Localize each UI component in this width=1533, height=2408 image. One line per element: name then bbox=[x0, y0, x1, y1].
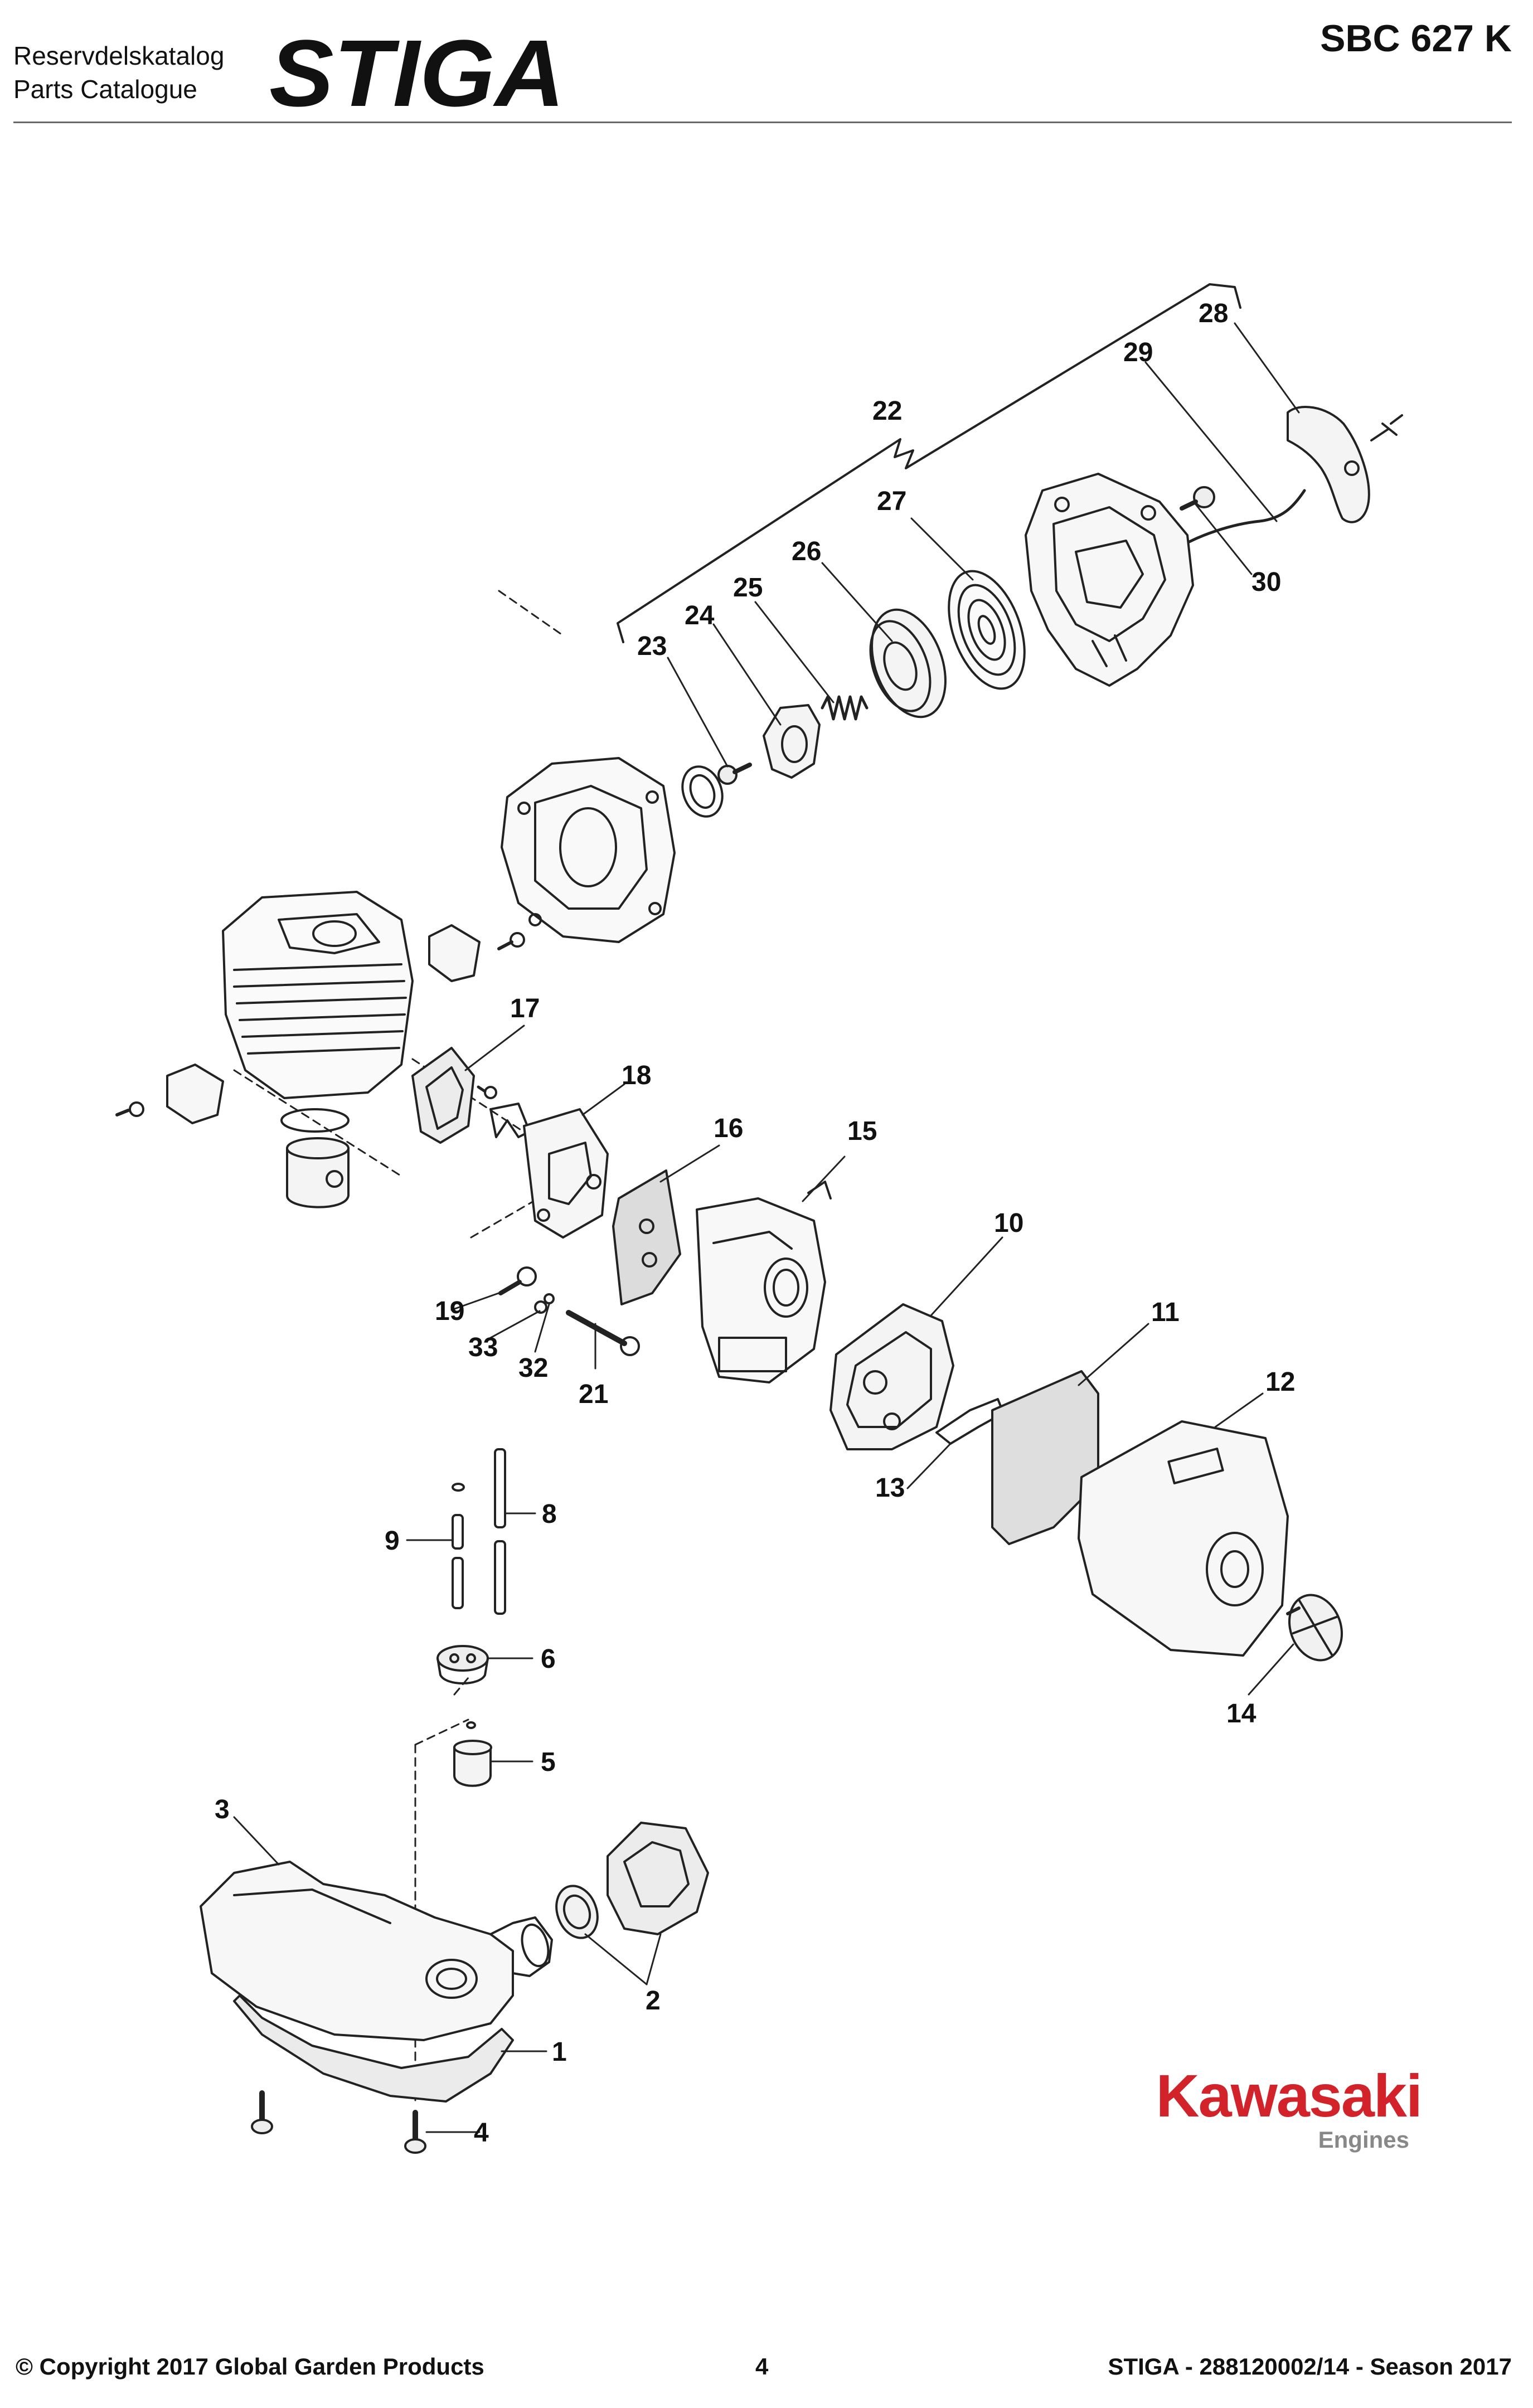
piston-ring bbox=[280, 1108, 350, 1133]
callout-labels: 28 29 22 27 26 25 30 24 23 17 18 16 15 1… bbox=[215, 299, 1295, 2148]
header-divider bbox=[13, 122, 1512, 123]
callout-28: 28 bbox=[1199, 299, 1228, 328]
callout-21: 21 bbox=[579, 1380, 608, 1409]
callout-15: 15 bbox=[847, 1116, 877, 1146]
part-10-air-filter-base bbox=[829, 1303, 954, 1450]
throttle-clip bbox=[489, 1103, 531, 1138]
callout-32: 32 bbox=[518, 1353, 548, 1383]
footer-document-reference: STIGA - 288120002/14 - Season 2017 bbox=[1108, 2353, 1512, 2380]
callout-23: 23 bbox=[637, 632, 667, 661]
callout-12: 12 bbox=[1265, 1367, 1295, 1397]
callout-13: 13 bbox=[875, 1473, 905, 1503]
part-19-screw bbox=[498, 1266, 537, 1295]
callout-5: 5 bbox=[541, 1747, 556, 1777]
part-28-starter-handle bbox=[1287, 406, 1403, 523]
stiga-logo: STIGA bbox=[269, 29, 565, 113]
part-23-screw bbox=[717, 763, 752, 785]
flywheel-washer bbox=[681, 765, 724, 818]
callout-17: 17 bbox=[510, 994, 540, 1023]
callout-27: 27 bbox=[877, 487, 906, 516]
part-4-screw bbox=[251, 2090, 426, 2154]
part-27-recoil-spring bbox=[948, 570, 1026, 690]
footer-page-number: 4 bbox=[755, 2353, 769, 2380]
callout-11: 11 bbox=[1151, 1298, 1180, 1327]
part-32-nut bbox=[544, 1293, 555, 1304]
group-bracket-22 bbox=[617, 283, 1241, 643]
callout-30: 30 bbox=[1251, 567, 1281, 597]
part-5-fuel-filter bbox=[453, 1721, 492, 1787]
part-25-spring bbox=[821, 695, 869, 721]
cylinder bbox=[222, 891, 414, 1099]
kawasaki-wordmark: Kawasaki bbox=[1156, 2062, 1423, 2129]
part-6-grommet bbox=[436, 1645, 489, 1684]
footer-copyright: © Copyright 2017 Global Garden Products bbox=[16, 2353, 484, 2380]
part-3-fuel-tank bbox=[200, 1861, 514, 2041]
callout-26: 26 bbox=[792, 537, 821, 566]
callout-19: 19 bbox=[435, 1297, 464, 1326]
kawasaki-engines-label: Engines bbox=[1318, 2127, 1409, 2153]
callout-6: 6 bbox=[541, 1644, 556, 1674]
anti-vibration-mount bbox=[607, 1822, 709, 1935]
cylinder-cover-plate-side bbox=[166, 1064, 224, 1124]
part-9-return-hose bbox=[452, 1483, 465, 1609]
callout-8: 8 bbox=[542, 1499, 557, 1529]
callout-33: 33 bbox=[468, 1333, 498, 1362]
part-18-insulator bbox=[523, 1108, 609, 1239]
piston bbox=[286, 1137, 350, 1208]
catalog-title-swedish: Reservdelskatalog bbox=[13, 41, 225, 70]
callout-9: 9 bbox=[385, 1526, 400, 1556]
callout-10: 10 bbox=[994, 1208, 1023, 1238]
part-16-carburetor-gasket bbox=[612, 1169, 681, 1305]
model-number: SBC 627 K bbox=[1320, 17, 1512, 60]
part-11-air-filter bbox=[991, 1370, 1099, 1545]
part-24-pawl-hub bbox=[763, 704, 821, 779]
tank-neck bbox=[489, 1916, 553, 1977]
callout-22: 22 bbox=[872, 396, 902, 426]
part-17-gasket bbox=[411, 1047, 475, 1144]
kawasaki-engines-logo: Kawasaki Engines bbox=[1120, 2062, 1423, 2153]
callout-1: 1 bbox=[552, 2037, 567, 2067]
part-12-air-filter-cover bbox=[1078, 1420, 1289, 1657]
part-21-long-bolt bbox=[566, 1310, 640, 1356]
starter-housing bbox=[1025, 473, 1194, 687]
part-30-screw bbox=[1180, 486, 1215, 511]
part-33-washer bbox=[534, 1300, 547, 1314]
leader-lines bbox=[233, 322, 1300, 2133]
callout-25: 25 bbox=[733, 573, 763, 603]
callout-18: 18 bbox=[622, 1061, 651, 1090]
part-8-fuel-hose bbox=[494, 1448, 506, 1615]
part-15-carburetor bbox=[696, 1181, 832, 1383]
crankcase-screw bbox=[497, 932, 525, 950]
part-26-rope-pulley bbox=[869, 608, 947, 718]
cylinder-cover-plate-top bbox=[428, 924, 481, 982]
cover-plate-screw bbox=[115, 1101, 144, 1117]
callout-16: 16 bbox=[714, 1114, 743, 1143]
crankcase bbox=[501, 757, 676, 943]
part-29-starter-rope bbox=[1175, 489, 1306, 551]
callout-4: 4 bbox=[474, 2118, 489, 2148]
part-1-tank-guard bbox=[233, 1994, 514, 2103]
clip-screw bbox=[477, 1085, 497, 1099]
callout-2: 2 bbox=[646, 1986, 661, 2016]
callout-24: 24 bbox=[685, 601, 715, 630]
stiga-logo-text: STIGA bbox=[269, 29, 565, 113]
callout-14: 14 bbox=[1226, 1699, 1257, 1729]
part-2-tank-cap bbox=[555, 1885, 599, 1939]
callout-3: 3 bbox=[215, 1795, 230, 1824]
callout-29: 29 bbox=[1123, 338, 1153, 367]
part-14-knob bbox=[1286, 1594, 1343, 1662]
catalog-title-english: Parts Catalogue bbox=[13, 75, 197, 104]
